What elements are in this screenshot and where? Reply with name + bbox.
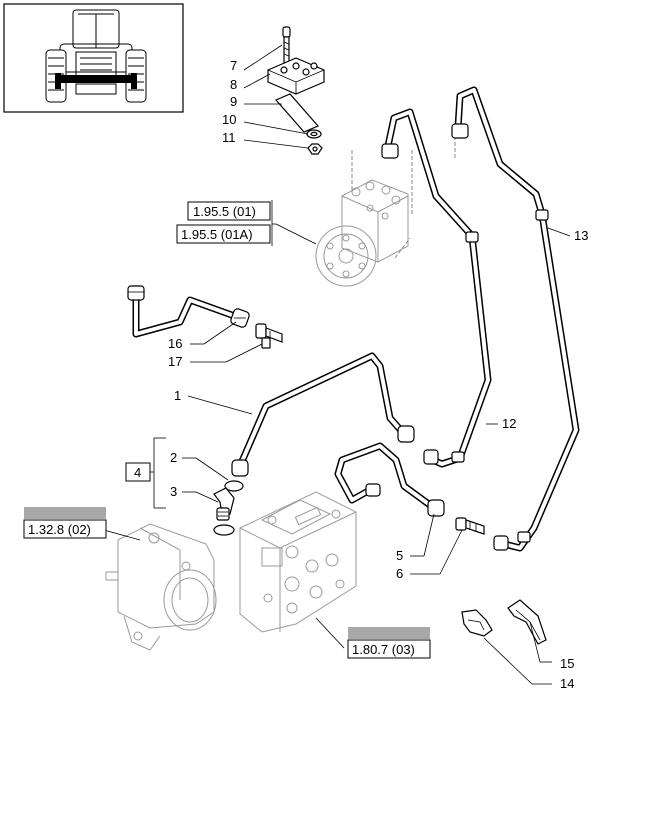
locator-highlight-bar — [55, 75, 137, 83]
ref-box-1328-02[interactable]: 1.32.8 (02) — [23, 507, 107, 539]
callout-3: 3 — [170, 484, 177, 499]
ref-tab-1807-03 — [348, 627, 430, 639]
washer-part-10 — [306, 129, 322, 139]
bolt-part-7 — [282, 26, 291, 64]
callout-11: 11 — [222, 130, 236, 145]
callout-10: 10 — [222, 112, 236, 127]
union-part-17 — [255, 323, 283, 349]
ref-tab-1328-02 — [24, 507, 106, 519]
tractor-locator-inset — [3, 3, 184, 113]
callout-6: 6 — [396, 566, 403, 581]
callout-7: 7 — [230, 58, 237, 73]
o-ring-part-2 — [224, 480, 244, 492]
callout-12: 12 — [502, 416, 516, 431]
leader-lines — [103, 44, 571, 685]
callout-14: 14 — [560, 676, 574, 691]
hydraulic-pump-ghost — [105, 523, 217, 651]
callout-9: 9 — [230, 94, 237, 109]
callout-8: 8 — [230, 77, 237, 92]
elbow-fitting-part-3 — [213, 487, 235, 536]
pipe-part-16 — [127, 285, 250, 338]
ref-box-1955-01[interactable]: 1.95.5 (01) — [187, 201, 271, 221]
ref-text-1955-01a: 1.95.5 (01A) — [181, 227, 253, 242]
callout-17: 17 — [168, 354, 182, 369]
ref-text-1955-01: 1.95.5 (01) — [193, 204, 256, 219]
callout-13: 13 — [574, 228, 588, 243]
callout-labels: 7 8 9 10 11 16 17 1 2 3 12 13 5 6 15 14 — [168, 58, 588, 691]
ref-text-1328-02: 1.32.8 (02) — [28, 522, 91, 537]
nut-part-11 — [307, 143, 323, 155]
union-part-6 — [455, 517, 485, 535]
callout-16: 16 — [168, 336, 182, 351]
pipe-part-13 — [451, 86, 580, 552]
callout-4: 4 — [134, 465, 141, 480]
control-valve-block-ghost — [239, 491, 357, 633]
ref-box-1807-03[interactable]: 1.80.7 (03) — [347, 627, 431, 659]
plate-part-9 — [275, 93, 319, 133]
pipe-part-5 — [334, 442, 445, 517]
clamp-block-part-8 — [267, 57, 325, 95]
clip-part-14 — [461, 609, 493, 637]
callout-15: 15 — [560, 656, 574, 671]
callout-2: 2 — [170, 450, 177, 465]
ref-box-1955-01a[interactable]: 1.95.5 (01A) — [176, 224, 271, 244]
ref-bracket-1955 — [271, 200, 276, 246]
callout-5: 5 — [396, 548, 403, 563]
clip-part-15 — [507, 599, 547, 645]
pipe-part-12 — [381, 108, 492, 468]
steering-motor-ghost — [315, 130, 456, 287]
callout-1: 1 — [174, 388, 181, 403]
ref-text-1807-03: 1.80.7 (03) — [352, 642, 415, 657]
pipe-part-1 — [231, 352, 415, 477]
callout-4-box: 4 — [125, 462, 151, 482]
